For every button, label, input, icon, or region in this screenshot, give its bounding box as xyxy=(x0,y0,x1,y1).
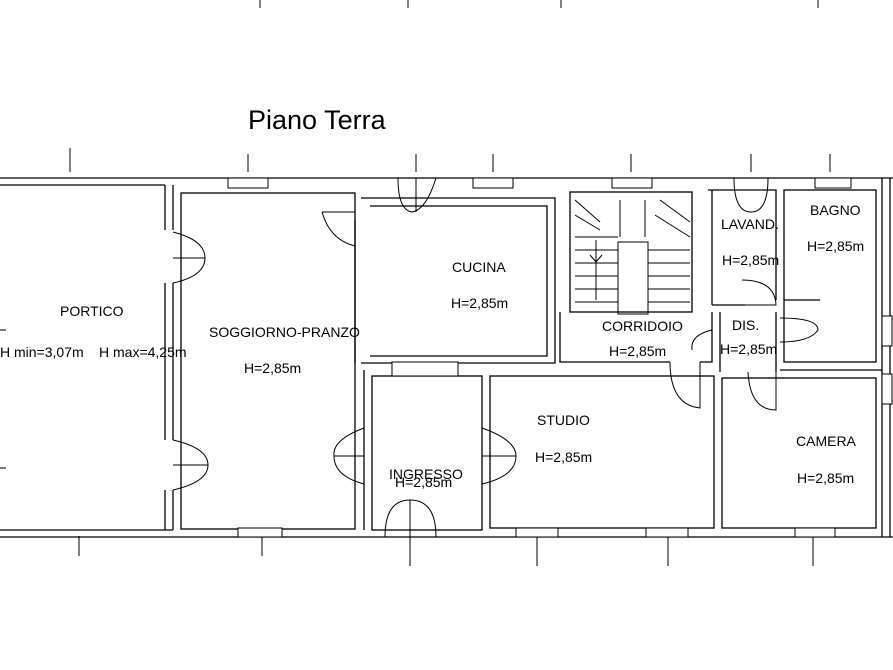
room-height-lavanderia: H=2,85m xyxy=(722,252,779,268)
room-height-disimpegno: H=2,85m xyxy=(720,341,777,357)
room-name-cucina: CUCINA xyxy=(452,259,506,275)
room-height-max-portico: H max=4,25m xyxy=(99,344,187,360)
outer-walls xyxy=(0,177,893,538)
stair-treads xyxy=(574,199,691,303)
room-height-corridoio: H=2,85m xyxy=(609,343,666,359)
dimension-ticks xyxy=(0,0,831,566)
room-name-ingresso: INGRESSO xyxy=(389,466,463,482)
room-name-corridoio: CORRIDOIO xyxy=(602,318,683,334)
room-name-studio: STUDIO xyxy=(537,412,590,428)
room-height-camera: H=2,85m xyxy=(797,470,854,486)
room-name-portico: PORTICO xyxy=(60,303,124,319)
floor-title: Piano Terra xyxy=(248,105,387,135)
room-name-soggiorno: SOGGIORNO-PRANZO xyxy=(209,324,360,340)
doors xyxy=(172,177,819,538)
room-name-bagno: BAGNO xyxy=(810,202,861,218)
room-height-min-portico: H min=3,07m xyxy=(0,344,84,360)
room-height-studio: H=2,85m xyxy=(535,449,592,465)
room-height-ingresso: H=2,85m xyxy=(395,474,452,490)
room-height-soggiorno: H=2,85m xyxy=(244,360,301,376)
room-name-camera: CAMERA xyxy=(796,433,857,449)
room-labels: PORTICO H min=3,07m H max=4,25m SOGGIORN… xyxy=(0,202,864,490)
room-name-disimpegno: DIS. xyxy=(732,317,759,333)
windows xyxy=(227,177,893,538)
room-height-bagno: H=2,85m xyxy=(807,238,864,254)
room-height-cucina: H=2,85m xyxy=(451,295,508,311)
room-name-lavanderia: LAVAND. xyxy=(721,216,779,232)
